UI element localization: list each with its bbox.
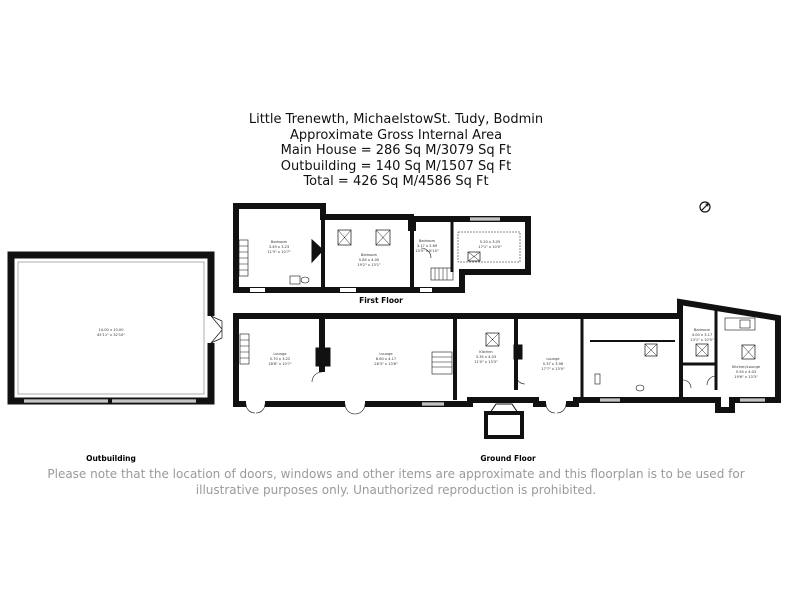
gf-lounge2-name: Lounge (379, 352, 393, 356)
gf-bedroom-name: Bedroom (694, 328, 711, 332)
total-area: Total = 426 Sq M/4586 Sq Ft (303, 174, 489, 189)
gf-lounge1-name: Lounge (273, 352, 287, 356)
gf-kitchen-name: Kitchen (479, 350, 493, 354)
ff-bedroom2-name: Bedroom (361, 253, 378, 257)
compass-icon (699, 201, 711, 213)
gf-lounge3-dims-ft: 17'7" x 13'0" (541, 367, 565, 371)
gf-lounge2-dims-ft: 28'3" x 13'8" (374, 362, 398, 366)
ff-bedroom3-dims: 3.17 x 2.69 (417, 244, 438, 248)
main-house-area: Main House = 286 Sq M/3079 Sq Ft (280, 143, 512, 158)
gf-kitchen-lounge-dims: 5.94 x 4.03 (736, 370, 756, 374)
disclaimer-note: Please note that the location of doors, … (47, 467, 745, 497)
ff-bedroom2-dims-ft: 19'2" x 13'1" (357, 263, 381, 267)
gf-lounge1-dims-ft: 18'8" x 10'7" (268, 362, 292, 366)
gf-bedroom-dims-ft: 13'1" x 10'5" (690, 338, 714, 342)
ff-room4-dims: 5.20 x 3.05 (480, 240, 500, 244)
ff-bedroom1-dims-ft: 11'5" x 10'7" (267, 250, 291, 254)
ff-bedroom2-dims: 5.84 x 4.00 (359, 258, 380, 262)
first-floor-plan (233, 203, 531, 293)
gf-kitchen-lounge-name: Kitchen/Lounge (732, 365, 761, 369)
gf-lounge2-dims: 8.60 x 4.17 (376, 357, 396, 361)
ff-room4-dims-ft: 17'1" x 10'0" (478, 245, 502, 249)
ff-bedroom1-name: Bedroom (271, 240, 288, 244)
outbuilding-area: Outbuilding = 140 Sq M/1507 Sq Ft (280, 158, 512, 174)
ff-bedroom1-dims: 3.49 x 3.23 (269, 245, 289, 249)
gf-bedroom-dims: 4.00 x 3.17 (692, 333, 712, 337)
outbuilding-room-dims-ft: 45'11" x 32'10" (97, 333, 125, 337)
outbuilding-label: Outbuilding (86, 454, 136, 463)
gf-lounge1-dims: 5.70 x 3.22 (270, 357, 290, 361)
gf-kitchen-dims-ft: 11'0" x 13'3" (474, 360, 498, 364)
ff-bedroom3-dims-ft: 10'5" x 8'10" (415, 249, 439, 253)
title-block: Little Trenewth, MichaelstowSt. Tudy, Bo… (0, 112, 792, 190)
outbuilding-plan (7, 251, 223, 405)
address-line: Little Trenewth, MichaelstowSt. Tudy, Bo… (248, 112, 544, 127)
first-floor-label: First Floor (359, 296, 403, 305)
ff-bedroom3-name: Bedroom (419, 239, 436, 243)
ground-floor-plan (233, 298, 781, 439)
gf-lounge3-dims: 5.37 x 3.96 (543, 362, 564, 366)
ground-floor-label: Ground Floor (480, 454, 536, 463)
gf-lounge3-name: Lounge (546, 357, 560, 361)
outbuilding-room-dims: 14.00 x 10.00 (99, 328, 125, 332)
area-title: Approximate Gross Internal Area (289, 127, 503, 143)
gf-kitchen-lounge-dims-ft: 19'6" x 13'3" (734, 375, 758, 379)
gf-kitchen-dims: 3.35 x 4.03 (476, 355, 496, 359)
